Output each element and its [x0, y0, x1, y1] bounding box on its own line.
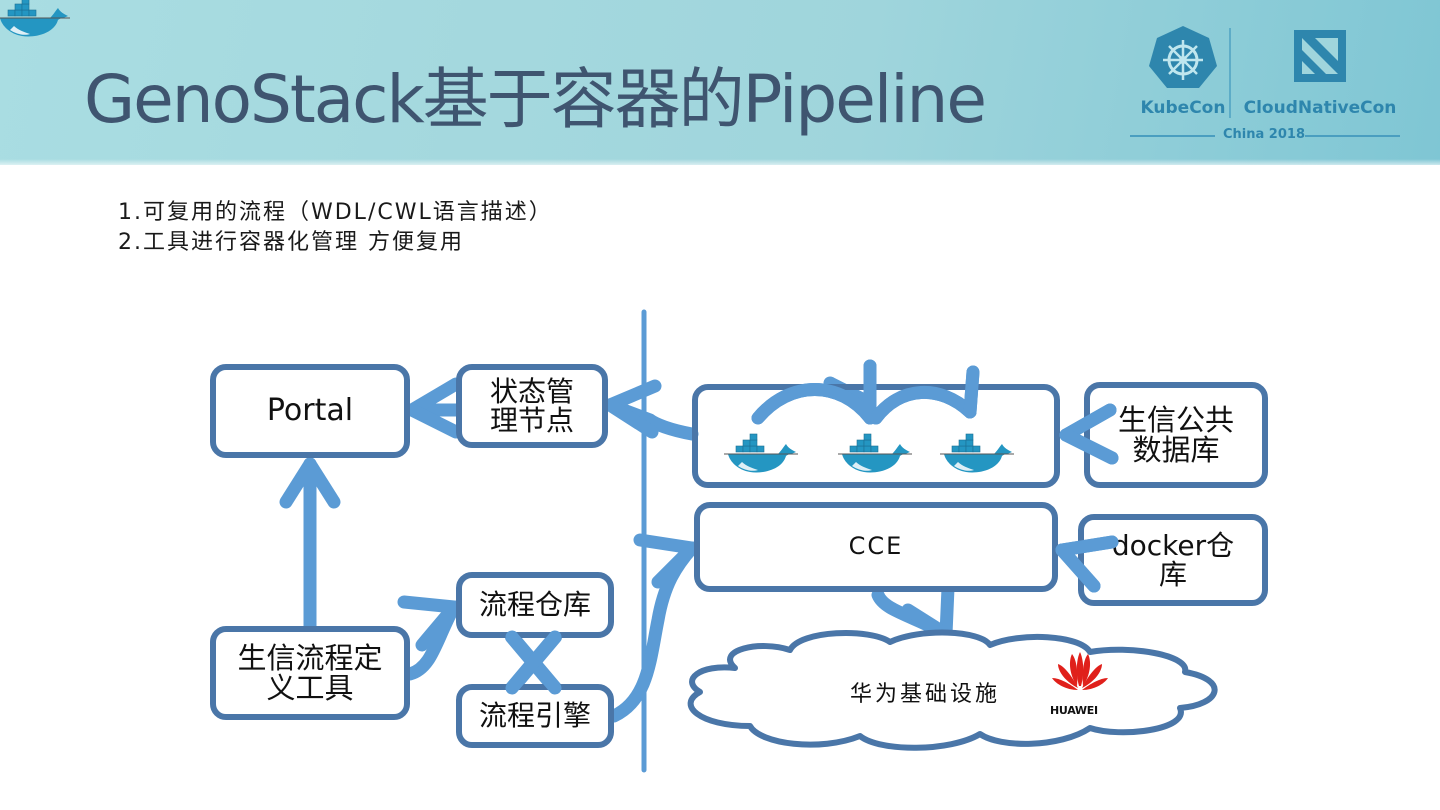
infrastructure-label: 华为基础设施	[850, 682, 1001, 707]
portal-node: Portal	[210, 364, 410, 458]
public-db-label-line1: 生信公共	[1117, 402, 1234, 437]
public-db-node: 生信公共 数据库	[1084, 382, 1268, 488]
divider-line	[1130, 135, 1215, 137]
kubernetes-helm-icon	[1149, 26, 1217, 88]
huawei-brand-text: HUAWEI	[1050, 704, 1098, 717]
workflow-tool-label-line1: 生信流程定	[237, 640, 383, 675]
event-year: China 2018	[1130, 127, 1400, 143]
kubecon-text: KubeCon	[1140, 98, 1226, 118]
cross-arrow	[505, 630, 562, 695]
state-manager-label-line2: 理节点	[489, 404, 574, 437]
workflow-tool-label-line2: 义工具	[266, 671, 354, 705]
arrow-state-to-portal	[405, 377, 465, 439]
kubecon-logo: KubeCon	[1128, 24, 1238, 118]
cncf-icon	[1294, 30, 1346, 82]
state-manager-label-line1: 状态管	[489, 374, 574, 408]
huawei-logo-icon	[1052, 652, 1108, 690]
docker-whale-icon	[837, 433, 913, 473]
cce-node: CCE	[694, 502, 1058, 592]
docker-whale-icon	[723, 433, 799, 473]
divider-line	[1305, 135, 1400, 137]
docker-registry-label-line1: docker仓	[1111, 528, 1235, 562]
arrow-tool-to-repo	[397, 595, 461, 681]
cloudnativecon-text: CloudNativeCon	[1243, 98, 1397, 118]
docker-whale-icon	[0, 0, 70, 37]
logo-divider	[1229, 28, 1231, 118]
bullet-list: 1.可复用的流程（WDL/CWL语言描述） 2.工具进行容器化管理 方便复用	[118, 198, 553, 258]
flow-arc	[963, 365, 980, 419]
arrow-tool-to-portal	[279, 457, 341, 635]
docker-whale-icon	[939, 433, 1015, 473]
docker-registry-node: docker仓 库	[1078, 514, 1268, 606]
arrow-engine-to-cce	[607, 533, 699, 723]
cce-label: CCE	[848, 532, 904, 561]
workflow-repo-label: 流程仓库	[478, 588, 591, 622]
slide-title: GenoStack基于容器的Pipeline	[84, 61, 987, 138]
workflow-tool-node: 生信流程定 义工具	[210, 626, 410, 720]
flow-arc	[869, 386, 977, 425]
bullet-item: 2.工具进行容器化管理 方便复用	[118, 230, 464, 255]
db-arrow	[1059, 403, 1117, 442]
public-db-label-line2: 数据库	[1132, 433, 1220, 467]
portal-label: Portal	[266, 393, 354, 429]
registry-arrow	[1055, 543, 1101, 593]
docker-registry-label-line2: 库	[1158, 558, 1187, 591]
registry-arrow	[1055, 535, 1119, 557]
workflow-repo-node: 流程仓库	[456, 572, 614, 638]
bullet-item: 1.可复用的流程（WDL/CWL语言描述）	[118, 200, 553, 225]
db-arrow	[1059, 428, 1119, 465]
cloudnativecon-logo: CloudNativeCon	[1240, 24, 1400, 118]
cloud-shape	[687, 629, 1218, 751]
workflow-engine-label: 流程引擎	[478, 699, 591, 733]
event-label: China 2018	[1223, 127, 1305, 142]
flow-arc	[751, 383, 877, 425]
state-manager-node: 状态管 理节点	[456, 364, 608, 448]
arrow-containers-to-state	[603, 379, 699, 441]
workflow-engine-node: 流程引擎	[456, 684, 614, 748]
